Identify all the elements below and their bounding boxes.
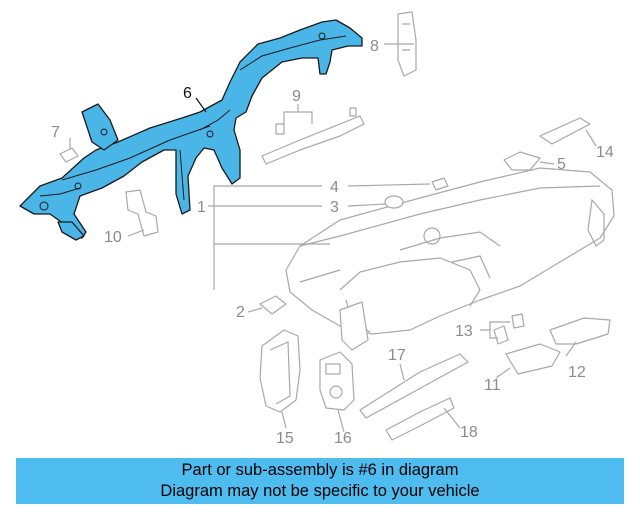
banner-line-2: Diagram may not be specific to your vehi… (160, 482, 480, 500)
part-3-grommet (384, 195, 404, 209)
part-16-panel (319, 351, 355, 411)
callout-12: 12 (568, 364, 586, 381)
callout-16: 16 (334, 430, 352, 447)
callout-7: 7 (51, 124, 60, 141)
callout-10: 10 (104, 229, 122, 246)
callout-13: 13 (455, 323, 473, 340)
callout-2: 2 (236, 304, 245, 321)
part-14-trim (539, 117, 591, 145)
callout-1: 1 (197, 199, 206, 216)
part-15-panel (259, 329, 301, 413)
callout-11: 11 (484, 377, 501, 394)
callout-3: 3 (330, 199, 339, 216)
part-6-reinforcement-beam[interactable] (19, 19, 363, 241)
part-13-clips (493, 313, 525, 345)
part-18-trim (385, 397, 455, 441)
callout-18: 18 (460, 424, 478, 441)
glovebox (339, 301, 369, 351)
callout-6: 6 (183, 85, 192, 102)
callout-14: 14 (596, 144, 614, 161)
callout-5: 5 (557, 156, 566, 173)
banner-line-1: Part or sub-assembly is #6 in diagram (181, 461, 459, 479)
part-7-clip (59, 147, 79, 163)
part-12-cover (549, 317, 611, 345)
part-17-trim (359, 353, 469, 419)
part-11-bracket (505, 343, 561, 375)
callout-15: 15 (276, 430, 294, 447)
callout-4: 4 (330, 179, 339, 196)
part-2-clip (259, 295, 287, 315)
leader-lines (69, 43, 597, 433)
callout-labels: 6 8 9 7 14 5 4 3 1 10 2 13 12 11 17 15 1… (51, 38, 614, 447)
part-5-cover (503, 151, 541, 171)
callout-8: 8 (370, 38, 379, 55)
part-4-clip (431, 177, 449, 191)
part-10-bracket (125, 189, 159, 237)
part-9-duct (261, 107, 365, 165)
callout-17: 17 (388, 347, 406, 364)
info-banner: Part or sub-assembly is #6 in diagram Di… (16, 458, 624, 504)
parts-diagram: 6 8 9 7 14 5 4 3 1 10 2 13 12 11 17 15 1… (19, 11, 615, 447)
callout-9: 9 (292, 88, 301, 105)
